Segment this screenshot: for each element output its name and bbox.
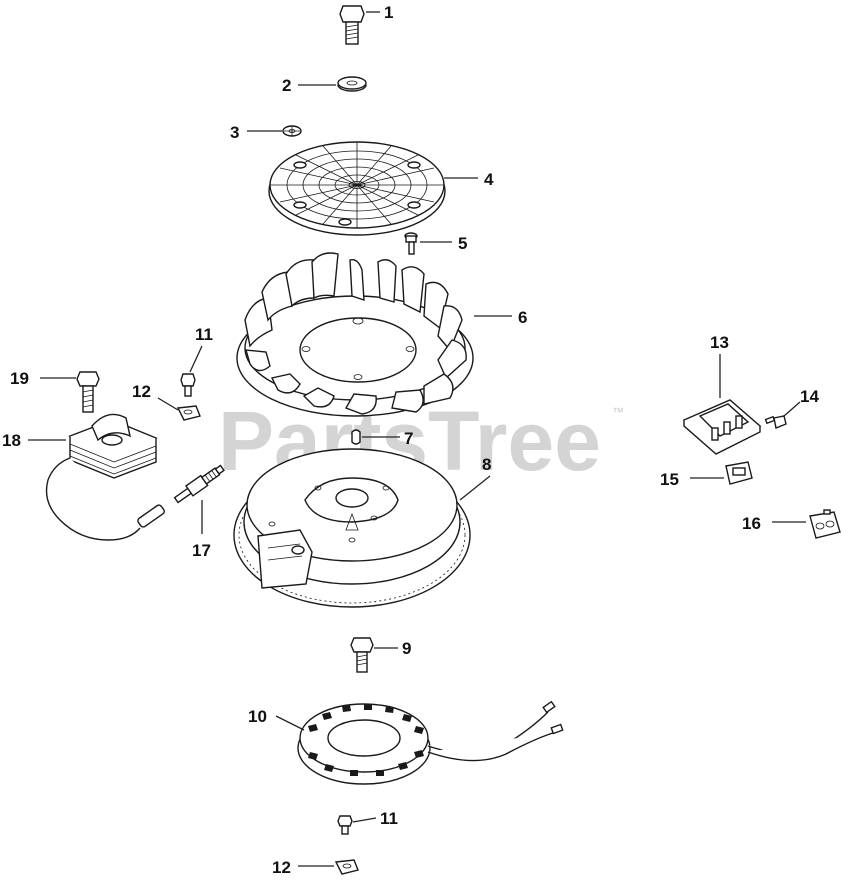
callout-2: 2 <box>282 76 291 95</box>
fan-grille-screen-icon <box>268 141 446 236</box>
part-1-bolt[interactable]: 1 <box>339 3 393 45</box>
callout-6: 6 <box>518 308 527 327</box>
callout-12-lower: 12 <box>272 858 291 877</box>
part-9-bolt[interactable]: 9 <box>350 637 411 673</box>
callout-14: 14 <box>800 387 819 406</box>
part-2-washer[interactable]: 2 <box>282 76 367 95</box>
part-11-screw-upper[interactable]: 11 <box>180 325 213 397</box>
ignition-module-icon <box>45 413 165 541</box>
part-13-rectifier[interactable]: 13 <box>682 333 762 455</box>
part-8-flywheel[interactable]: 8 <box>233 448 491 608</box>
lock-washer-icon <box>282 125 302 137</box>
cooling-fan-icon <box>236 252 474 417</box>
part-5-screw[interactable]: 5 <box>404 232 467 255</box>
callout-18: 18 <box>2 431 21 450</box>
part-14-screw[interactable]: 14 <box>764 387 820 429</box>
callout-10: 10 <box>248 707 267 726</box>
callout-17: 17 <box>192 541 211 560</box>
callout-19: 19 <box>10 369 29 388</box>
part-11-screw-lower[interactable]: 11 <box>337 809 398 835</box>
screw-icon <box>337 815 353 835</box>
callout-12-upper: 12 <box>132 382 151 401</box>
callout-13: 13 <box>710 333 729 352</box>
spark-plug-icon <box>173 464 225 504</box>
hex-bolt-icon <box>76 371 100 413</box>
part-6-cooling-fan[interactable]: 6 <box>236 252 527 417</box>
part-4-grille[interactable]: 4 <box>268 141 494 236</box>
callout-1: 1 <box>384 3 393 22</box>
flat-washer-icon <box>337 76 367 92</box>
hex-bolt-icon <box>350 637 374 673</box>
callout-7: 7 <box>404 429 413 448</box>
part-10-stator[interactable]: 10 <box>248 700 564 785</box>
callout-16: 16 <box>742 514 761 533</box>
trademark-symbol: ™ <box>612 405 624 419</box>
callout-5: 5 <box>458 234 467 253</box>
part-12-clip-upper[interactable]: 12 <box>132 382 201 421</box>
screw-icon <box>404 232 418 255</box>
callout-9: 9 <box>402 639 411 658</box>
part-12-clip-lower[interactable]: 12 <box>272 858 359 877</box>
part-17-spark-plug[interactable]: 17 <box>173 463 226 560</box>
wire-clip-icon <box>176 405 201 421</box>
screw-icon <box>180 373 196 397</box>
flywheel-icon <box>233 448 471 608</box>
connector-icon <box>809 509 841 539</box>
wire-clip-icon <box>334 859 359 875</box>
part-3-lock-washer[interactable]: 3 <box>230 123 302 142</box>
stator-icon <box>297 700 564 785</box>
part-18-ignition-module[interactable]: 18 <box>2 413 165 541</box>
callout-3: 3 <box>230 123 239 142</box>
callout-8: 8 <box>482 455 491 474</box>
screw-icon <box>764 415 787 429</box>
part-7-key[interactable]: 7 <box>351 429 413 448</box>
connector-icon <box>725 461 753 485</box>
callout-11-upper: 11 <box>195 325 213 344</box>
hex-bolt-icon <box>339 5 365 45</box>
part-15-connector[interactable]: 15 <box>660 461 753 489</box>
part-19-bolt[interactable]: 19 <box>10 369 100 413</box>
callout-15: 15 <box>660 470 679 489</box>
rectifier-regulator-icon <box>682 399 762 455</box>
woodruff-key-icon <box>351 429 361 445</box>
callout-4: 4 <box>484 170 494 189</box>
callout-11-lower: 11 <box>380 809 398 828</box>
part-16-connector[interactable]: 16 <box>742 509 841 539</box>
